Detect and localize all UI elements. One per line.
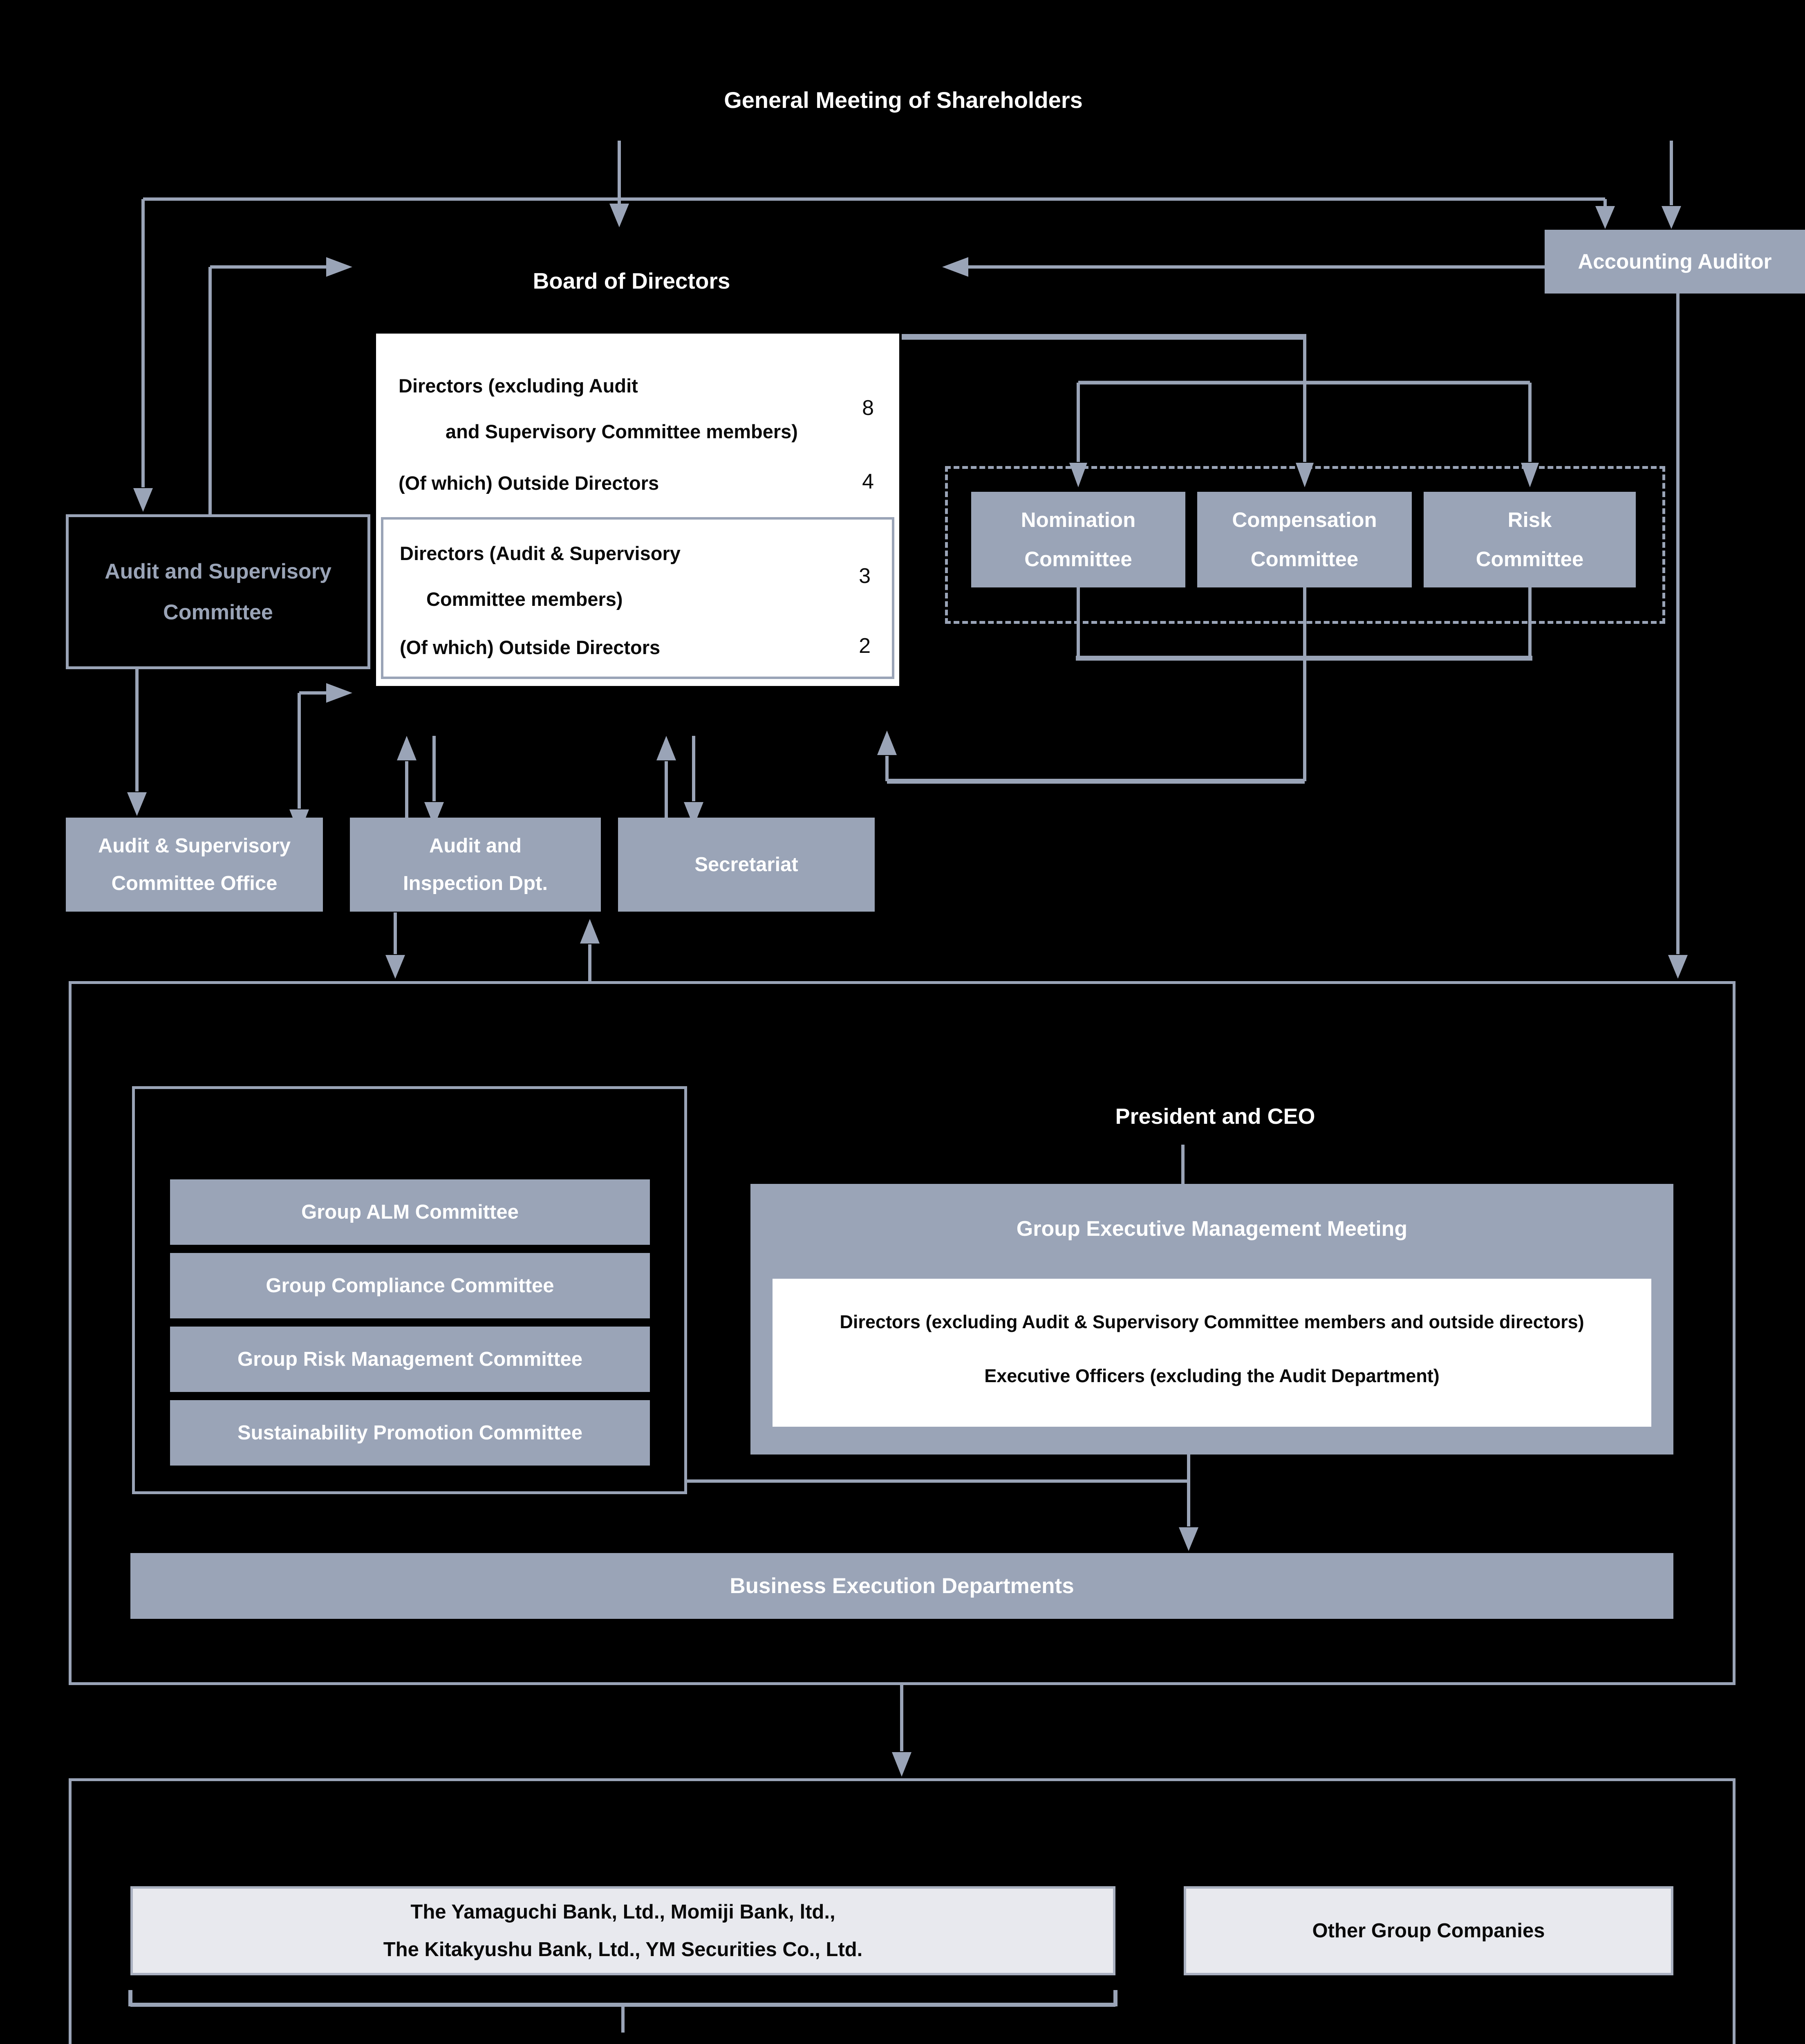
audit-directors-line1: Directors (Audit & Supervisory	[400, 542, 681, 564]
shareholders-branch-line	[133, 197, 1615, 512]
nomination-committee-line2: Committee	[1024, 547, 1132, 571]
accounting-auditor-label: Accounting Auditor	[1578, 250, 1772, 273]
group-alm-committee-label: Group ALM Committee	[301, 1201, 519, 1223]
directors-row-line2: and Supervisory Committee members)	[446, 421, 798, 442]
banks-bracket	[128, 1990, 1117, 2033]
outside-directors-count: 4	[862, 470, 874, 493]
audit-supervisory-office-box: Audit & Supervisory Committee Office	[66, 818, 323, 912]
execution-container	[69, 981, 1736, 1685]
board-composition-box: Directors (excluding Audit and Superviso…	[376, 334, 899, 686]
inspection-execution-two-way-arrows	[385, 912, 600, 981]
secretariat-box: Secretariat	[618, 818, 875, 912]
group-compliance-committee-bar: Group Compliance Committee	[170, 1253, 650, 1318]
business-execution-bar: Business Execution Departments	[130, 1553, 1673, 1619]
outside-directors-row: (Of which) Outside Directors	[399, 472, 659, 494]
compensation-committee-line1: Compensation	[1232, 508, 1377, 531]
execution-to-group-arrow	[892, 1685, 911, 1777]
audit-outside-directors-count: 2	[859, 634, 871, 658]
gemm-box: Group Executive Management Meeting Direc…	[750, 1184, 1673, 1455]
risk-committee-line1: Risk	[1507, 508, 1552, 531]
board-of-directors-heading: Board of Directors	[533, 268, 730, 294]
banks-line1: The Yamaguchi Bank, Ltd., Momiji Bank, l…	[410, 1901, 835, 1923]
audit-supervisory-committee-line1: Audit and Supervisory	[105, 559, 331, 583]
governance-committees-dashed-box	[945, 466, 1665, 624]
president-ceo-label: President and CEO	[1115, 1104, 1315, 1129]
office-line2: Committee Office	[111, 872, 278, 894]
other-group-companies-box: Other Group Companies	[1184, 1886, 1673, 1975]
office-board-two-way-arrow	[289, 683, 352, 834]
page-title: General Meeting of Shareholders	[724, 87, 1083, 113]
nomination-committee-line1: Nomination	[1021, 508, 1136, 531]
board-to-committees-arrows	[902, 334, 1539, 487]
sustainability-promotion-committee-bar: Sustainability Promotion Committee	[170, 1400, 650, 1466]
shareholders-to-auditor-arrow	[1662, 141, 1681, 229]
management-committees-container	[132, 1086, 687, 1494]
business-execution-label: Business Execution Departments	[730, 1573, 1074, 1598]
banks-line2: The Kitakyushu Bank, Ltd., YM Securities…	[383, 1939, 863, 1961]
audit-outside-directors-row: (Of which) Outside Directors	[400, 637, 661, 658]
auditor-to-execution-arrow	[1668, 294, 1688, 979]
directors-count: 8	[862, 396, 874, 420]
secretariat-label: Secretariat	[694, 854, 798, 876]
group-companies-container	[69, 1778, 1736, 2044]
risk-committee-box: Risk Committee	[1424, 492, 1636, 587]
group-alm-committee-bar: Group ALM Committee	[170, 1179, 650, 1245]
board-secretariat-two-way-arrows	[656, 736, 703, 827]
gemm-members-box: Directors (excluding Audit & Supervisory…	[773, 1279, 1651, 1427]
gemm-members-line1: Directors (excluding Audit & Supervisory…	[840, 1311, 1584, 1332]
other-group-companies-label: Other Group Companies	[1312, 1920, 1545, 1942]
nomination-committee-box: Nomination Committee	[971, 492, 1185, 587]
risk-committee-line2: Committee	[1476, 547, 1584, 571]
audit-directors-line2: Committee members)	[426, 588, 623, 610]
committees-to-board-return-arrow	[877, 587, 1532, 784]
group-risk-management-committee-bar: Group Risk Management Committee	[170, 1327, 650, 1392]
audit-committee-to-office-arrow	[127, 669, 147, 816]
group-risk-management-committee-label: Group Risk Management Committee	[237, 1348, 583, 1370]
audit-members-sub-box: Directors (Audit & Supervisory Committee…	[381, 517, 894, 679]
auditor-to-board-arrow	[942, 257, 1545, 277]
compensation-committee-line2: Committee	[1250, 547, 1359, 571]
gemm-title: Group Executive Management Meeting	[1016, 1217, 1408, 1241]
accounting-auditor-box: Accounting Auditor	[1545, 230, 1805, 294]
inspection-line1: Audit and	[429, 835, 522, 857]
gemm-members-line2: Executive Officers (excluding the Audit …	[984, 1365, 1440, 1386]
audit-inspection-dept-box: Audit and Inspection Dpt.	[350, 818, 601, 912]
sustainability-promotion-committee-label: Sustainability Promotion Committee	[237, 1422, 582, 1444]
group-compliance-committee-label: Group Compliance Committee	[266, 1275, 554, 1297]
inspection-line2: Inspection Dpt.	[403, 872, 548, 894]
board-inspection-two-way-arrows	[397, 736, 444, 827]
shareholders-to-board-arrow	[609, 141, 629, 227]
compensation-committee-box: Compensation Committee	[1197, 492, 1412, 587]
audit-supervisory-committee-box: Audit and Supervisory Committee	[66, 514, 370, 669]
gemm-to-business-arrow	[1179, 1455, 1198, 1551]
audit-supervisory-committee-line2: Committee	[163, 600, 273, 624]
office-line1: Audit & Supervisory	[98, 835, 291, 857]
directors-row-line1: Directors (excluding Audit	[399, 375, 638, 397]
audit-directors-count: 3	[859, 564, 871, 588]
audit-committee-to-board-arrow	[208, 257, 352, 514]
banks-box: The Yamaguchi Bank, Ltd., Momiji Bank, l…	[130, 1886, 1115, 1975]
